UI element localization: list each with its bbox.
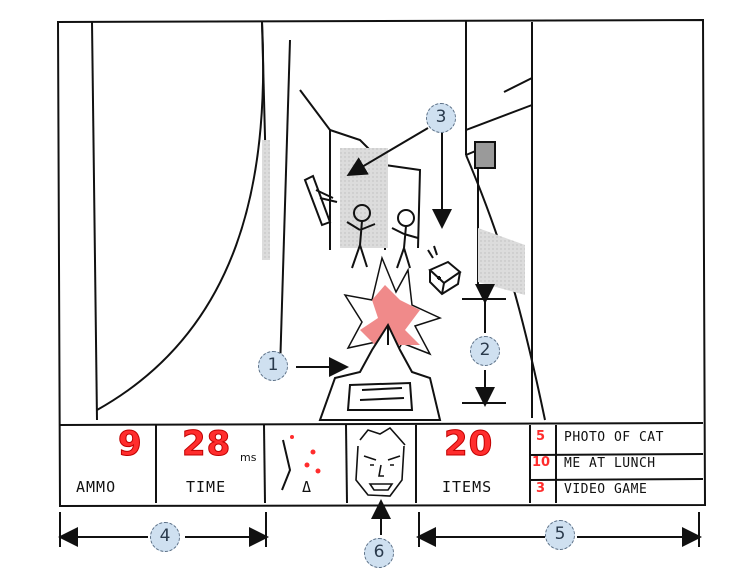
inventory-count: 5 — [536, 429, 546, 444]
player-face-portrait — [355, 426, 406, 497]
wall-shadow-right — [478, 228, 525, 295]
inventory-item[interactable]: 10 ME AT LUNCH — [530, 453, 702, 476]
inventory-name: PHOTO OF CAT — [564, 430, 664, 445]
callout-3: 3 — [426, 103, 456, 133]
time-label: TIME — [186, 478, 227, 496]
inventory-count: 3 — [536, 481, 546, 496]
hud-bar-lines — [59, 422, 704, 504]
minimap-dots — [290, 435, 321, 474]
callout-2: 2 — [470, 336, 500, 366]
enemy-right — [391, 209, 419, 269]
wall-picture — [474, 141, 496, 169]
health-crate — [427, 245, 462, 296]
minimap-label: Δ — [302, 478, 313, 496]
player-gun — [318, 322, 442, 421]
time-unit: ms — [240, 451, 257, 464]
inventory-count: 10 — [532, 455, 551, 470]
callout-1: 1 — [258, 351, 288, 381]
time-value: 28 — [181, 424, 232, 465]
callout-arrows — [58, 127, 702, 547]
inventory-name: VIDEO GAME — [564, 482, 648, 497]
left-wall — [91, 21, 291, 421]
viewport-frame — [56, 18, 707, 508]
items-label: ITEMS — [442, 478, 493, 496]
inventory-item[interactable]: 5 PHOTO OF CAT — [530, 427, 702, 450]
inventory-item[interactable]: 3 VIDEO GAME — [530, 479, 702, 502]
callout-5: 5 — [545, 520, 575, 550]
callout-4: 4 — [150, 522, 180, 552]
items-count: 20 — [443, 424, 494, 465]
muzzle-flash — [343, 255, 443, 367]
ammo-label: AMMO — [76, 478, 117, 496]
wall-shadow-left — [262, 140, 270, 260]
inventory-name: ME AT LUNCH — [564, 456, 656, 471]
ammo-count: 9 — [118, 424, 143, 465]
inventory-list: 5 PHOTO OF CAT 10 ME AT LUNCH 3 VIDEO GA… — [530, 426, 702, 504]
thrown-weapon — [303, 174, 338, 227]
callout-6: 6 — [364, 538, 394, 568]
enemy-left — [346, 204, 376, 269]
wall-shadow-center — [340, 148, 388, 248]
